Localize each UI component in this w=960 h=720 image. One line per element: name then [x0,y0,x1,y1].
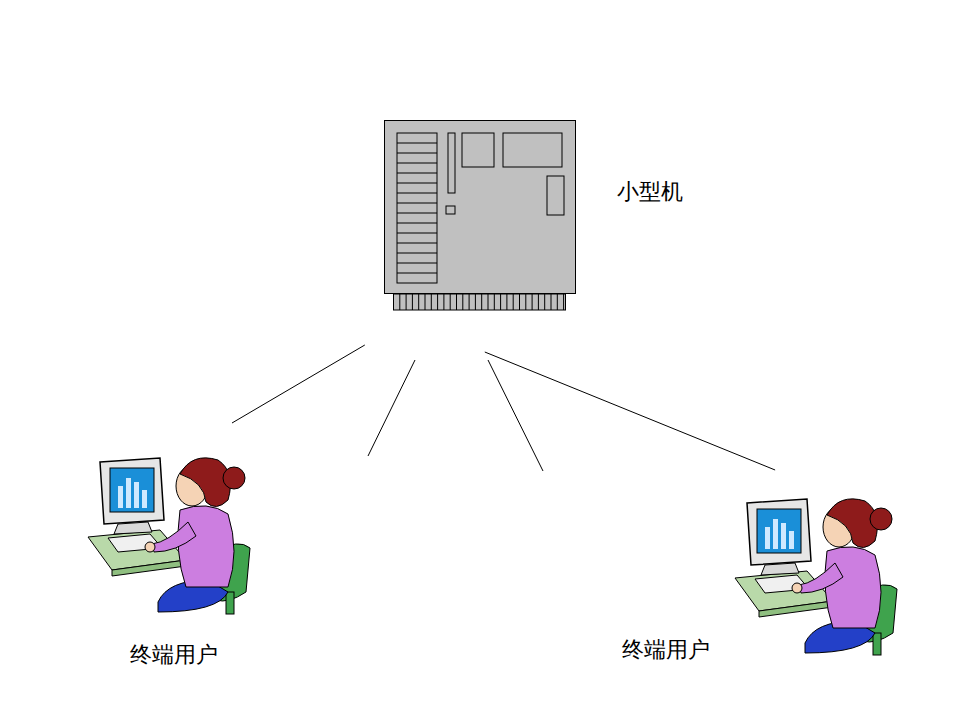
node-label: 终端用户 [620,637,712,663]
server-case [385,121,576,294]
terminal-user-node: 终端用户 [88,452,248,677]
minicomputer-node: 小型机 [384,120,704,312]
node-label: 小型机 [615,179,685,205]
minicomputer-icon [384,120,576,312]
terminal-user-icon [735,493,895,655]
connector-line [485,352,775,470]
connector-line [232,345,365,423]
node-label: 终端用户 [128,642,220,668]
terminal-user-icon [88,452,248,614]
link-line [488,360,543,471]
link-line [368,360,415,456]
terminal-user-node: 终端用户 [615,490,885,672]
